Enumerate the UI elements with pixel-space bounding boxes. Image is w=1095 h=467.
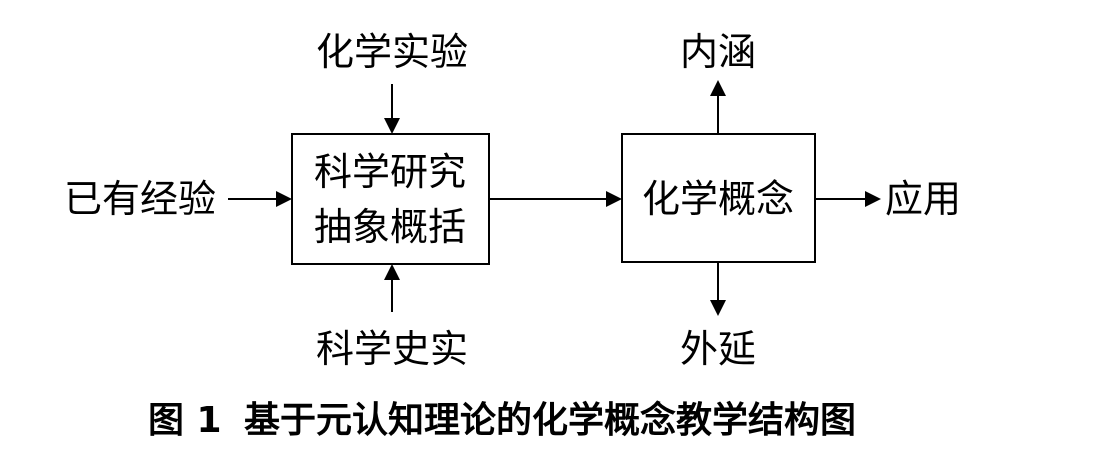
arrowhead-concept-to-application: [865, 191, 881, 207]
chemistry-concept-label: 化学概念: [642, 177, 794, 221]
arrowhead-concept-to-extension: [710, 300, 726, 316]
prior-experience-label: 已有经验: [64, 177, 216, 221]
arrowhead-history-to-research: [384, 264, 400, 280]
research-abstraction-box: [291, 133, 490, 265]
application-label: 应用: [885, 177, 961, 221]
research-box-line1: 科学研究: [314, 150, 466, 194]
chemistry-experiment-label: 化学实验: [316, 30, 468, 74]
arrowhead-research-to-concept: [606, 191, 622, 207]
figure-label: 图 1: [148, 400, 222, 441]
chemistry-history-label: 科学史实: [316, 327, 468, 371]
arrowhead-experience-to-research: [276, 191, 292, 207]
extension-label: 外延: [680, 327, 756, 371]
connotation-label: 内涵: [680, 30, 756, 74]
arrowhead-concept-to-connotation: [710, 80, 726, 96]
research-box-line2: 抽象概括: [314, 205, 466, 249]
arrowhead-experiment-to-research: [384, 118, 400, 134]
figure-title: 基于元认知理论的化学概念教学结构图: [244, 399, 856, 441]
